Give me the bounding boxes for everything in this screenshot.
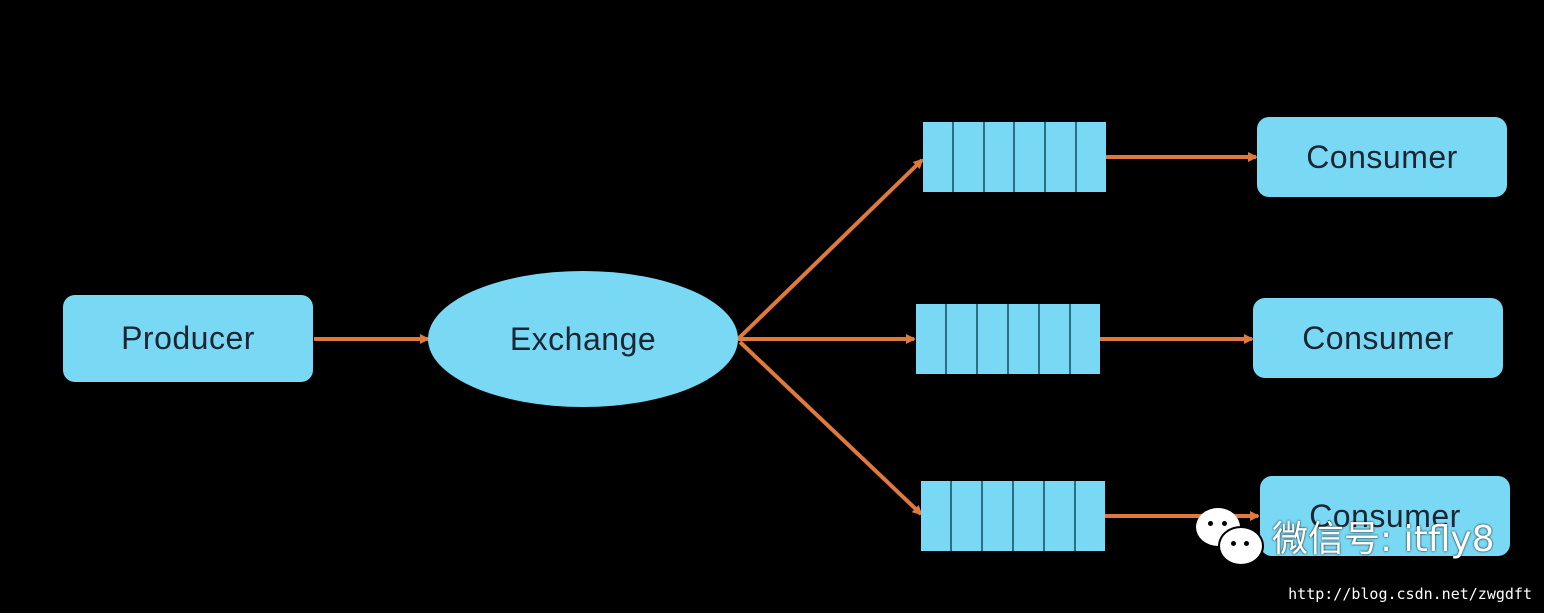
consumer-label: Consumer bbox=[1306, 138, 1458, 175]
queue-3 bbox=[921, 481, 1105, 551]
producer-label: Producer bbox=[121, 320, 255, 356]
queue-cell bbox=[1007, 304, 1038, 374]
watermark-url: http://blog.csdn.net/zwgdft bbox=[1288, 585, 1532, 603]
queue-cell bbox=[923, 122, 952, 192]
queue-cell bbox=[1038, 304, 1069, 374]
queue-cell bbox=[921, 481, 950, 551]
producer-node: Producer bbox=[63, 295, 313, 382]
consumer-label: Consumer bbox=[1302, 319, 1454, 356]
consumer-node-1: Consumer bbox=[1257, 117, 1507, 197]
queue-cell bbox=[976, 304, 1007, 374]
arrow-exchange-queue-3 bbox=[738, 340, 923, 516]
queue-1 bbox=[923, 122, 1106, 192]
queue-cell bbox=[1069, 304, 1100, 374]
queue-cell bbox=[1013, 122, 1044, 192]
queue-cell bbox=[951, 122, 983, 192]
queue-cell bbox=[1074, 481, 1105, 551]
queue-cell bbox=[950, 481, 981, 551]
wechat-icon bbox=[1196, 508, 1264, 566]
watermark-text: 微信号: itfly8 bbox=[1272, 519, 1495, 560]
consumer-label: Consumer bbox=[1309, 497, 1461, 534]
consumer-node-2: Consumer bbox=[1253, 298, 1503, 378]
arrow-exchange-queue-1 bbox=[736, 158, 924, 341]
queue-cell bbox=[982, 122, 1014, 192]
watermark: 微信号: itfly8 bbox=[1196, 508, 1495, 566]
queue-cell bbox=[981, 481, 1012, 551]
queue-cell bbox=[1075, 122, 1106, 192]
queue-cell bbox=[1043, 481, 1074, 551]
queue-cell bbox=[945, 304, 976, 374]
exchange-node: Exchange bbox=[428, 271, 738, 407]
queue-cell bbox=[1012, 481, 1043, 551]
exchange-label: Exchange bbox=[509, 320, 657, 357]
consumer-node-3: Consumer bbox=[1260, 476, 1510, 556]
queue-cell bbox=[1044, 122, 1075, 192]
queue-cell bbox=[916, 304, 945, 374]
queue-2 bbox=[916, 304, 1100, 374]
